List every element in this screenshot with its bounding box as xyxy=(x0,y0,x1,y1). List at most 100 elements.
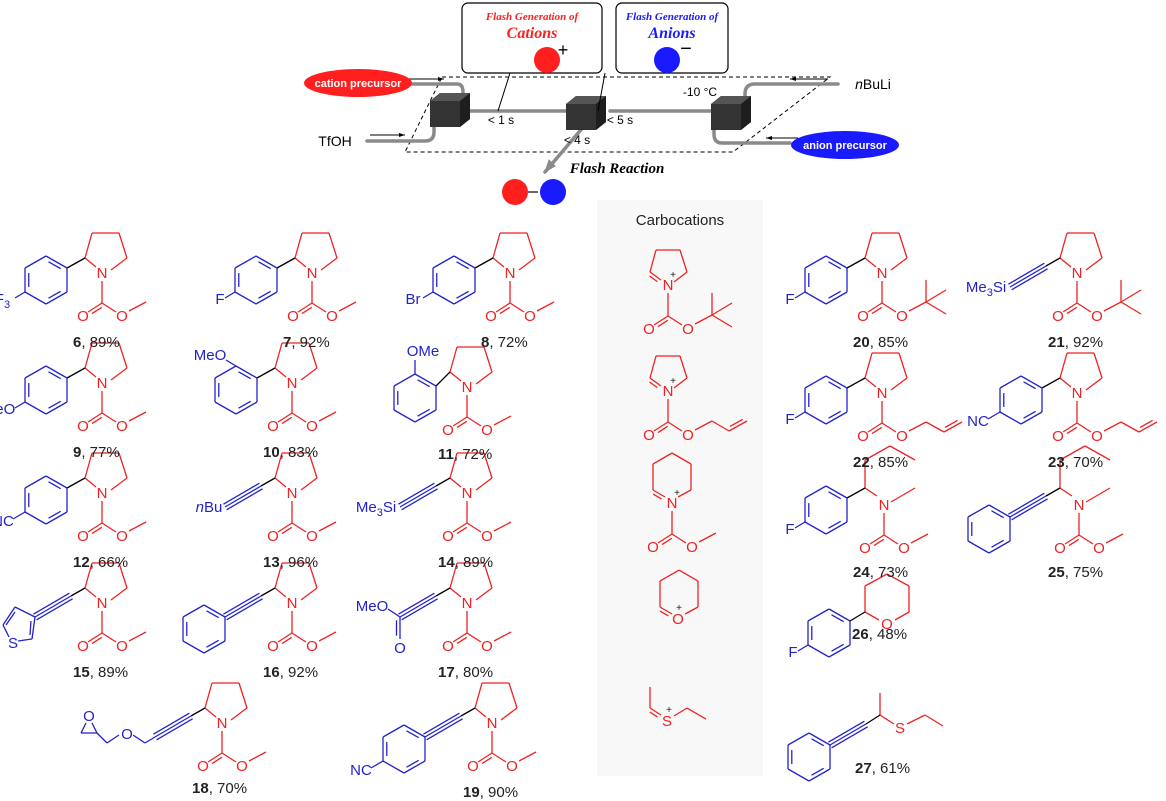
bond xyxy=(677,489,692,498)
atom-label: F xyxy=(788,644,797,661)
bond xyxy=(118,232,128,259)
bond xyxy=(449,371,462,382)
compound-number: 18 xyxy=(192,780,209,797)
bond xyxy=(401,488,438,511)
product-label: 10, 83% xyxy=(263,444,318,461)
compound-number: 12 xyxy=(73,554,90,571)
product-label: 18, 70% xyxy=(192,780,247,797)
bond xyxy=(728,420,748,432)
bond xyxy=(536,301,555,312)
bond xyxy=(671,533,687,544)
compound-number: 23 xyxy=(1048,454,1065,471)
bond xyxy=(291,632,307,643)
atom-label: N xyxy=(663,383,674,400)
flow-arrow-cation-head xyxy=(438,77,444,81)
bond xyxy=(1059,257,1072,268)
bond xyxy=(711,420,730,432)
bond xyxy=(274,452,283,479)
ring-bond xyxy=(825,411,848,425)
bond xyxy=(318,411,337,422)
bond xyxy=(881,302,897,313)
bond xyxy=(898,232,908,259)
bond xyxy=(110,587,128,601)
atom-label: + xyxy=(666,705,672,716)
compound-number: 13 xyxy=(263,554,280,571)
nitrogen-label: N xyxy=(97,265,108,282)
bond xyxy=(474,682,483,709)
flow-arrow-nbuli-head xyxy=(790,77,796,81)
cation-generation-box xyxy=(461,2,603,74)
ring-bond xyxy=(828,491,842,500)
product-label: 13, 96% xyxy=(263,554,318,571)
oxygen-label: O xyxy=(881,616,893,633)
anion-ball xyxy=(654,47,680,73)
bond xyxy=(492,257,505,268)
bond xyxy=(422,291,434,299)
bond xyxy=(80,722,87,734)
bond xyxy=(475,587,493,601)
compound-number: 16 xyxy=(263,664,280,681)
bond xyxy=(667,421,683,432)
bond xyxy=(66,367,86,379)
atom-label: + xyxy=(670,376,676,387)
bond xyxy=(84,232,93,259)
bond xyxy=(864,377,877,388)
ring-bond xyxy=(238,400,252,409)
bond xyxy=(238,682,248,709)
bond xyxy=(661,537,673,546)
bond xyxy=(886,573,910,587)
bond xyxy=(493,631,512,642)
atom-label: MeO xyxy=(194,347,227,364)
ring-bond xyxy=(45,365,68,379)
bond xyxy=(657,425,669,434)
bond xyxy=(890,257,908,271)
product-label: 16, 92% xyxy=(263,664,318,681)
bond xyxy=(452,416,468,427)
ring-bond xyxy=(403,760,426,774)
oxygen-label: O xyxy=(306,638,318,655)
oxygen-label: O xyxy=(267,528,279,545)
bond xyxy=(864,445,891,461)
bond xyxy=(318,521,337,532)
oxygen-label: O xyxy=(898,540,910,557)
bond xyxy=(890,487,916,503)
anion-generation-box xyxy=(615,2,729,74)
bond xyxy=(829,723,867,746)
oxygen-label: O xyxy=(116,638,128,655)
carbocation-sulfonium: S+ xyxy=(649,687,707,730)
bond xyxy=(1139,419,1153,429)
bond xyxy=(87,302,103,313)
bond xyxy=(320,257,338,271)
ring-bond xyxy=(45,475,68,489)
ring-bond xyxy=(828,608,851,622)
compound-number: 15 xyxy=(73,664,90,681)
oxygen-label: O xyxy=(77,528,89,545)
bond xyxy=(867,422,883,433)
bond xyxy=(867,302,883,313)
bond xyxy=(118,452,128,479)
nitrogen-label: N xyxy=(879,497,890,514)
bond xyxy=(449,452,458,479)
bond xyxy=(297,302,313,313)
bond xyxy=(84,562,93,589)
bond xyxy=(864,611,880,621)
yield: , 90% xyxy=(479,784,519,801)
bond xyxy=(84,367,97,378)
ring-bond xyxy=(48,290,62,299)
ring-bond xyxy=(807,644,830,658)
bond xyxy=(898,352,908,379)
nitrogen-label: N xyxy=(287,485,298,502)
bond xyxy=(398,592,435,615)
bond xyxy=(493,415,512,426)
yield: , 77% xyxy=(81,444,120,461)
ring-bond xyxy=(1020,411,1043,425)
ring-bond xyxy=(825,255,848,269)
nitrogen-label: N xyxy=(1074,497,1085,514)
bond xyxy=(1105,533,1124,544)
bond xyxy=(466,416,482,427)
bond xyxy=(1045,257,1061,267)
bond xyxy=(154,715,192,738)
bond xyxy=(84,342,93,369)
